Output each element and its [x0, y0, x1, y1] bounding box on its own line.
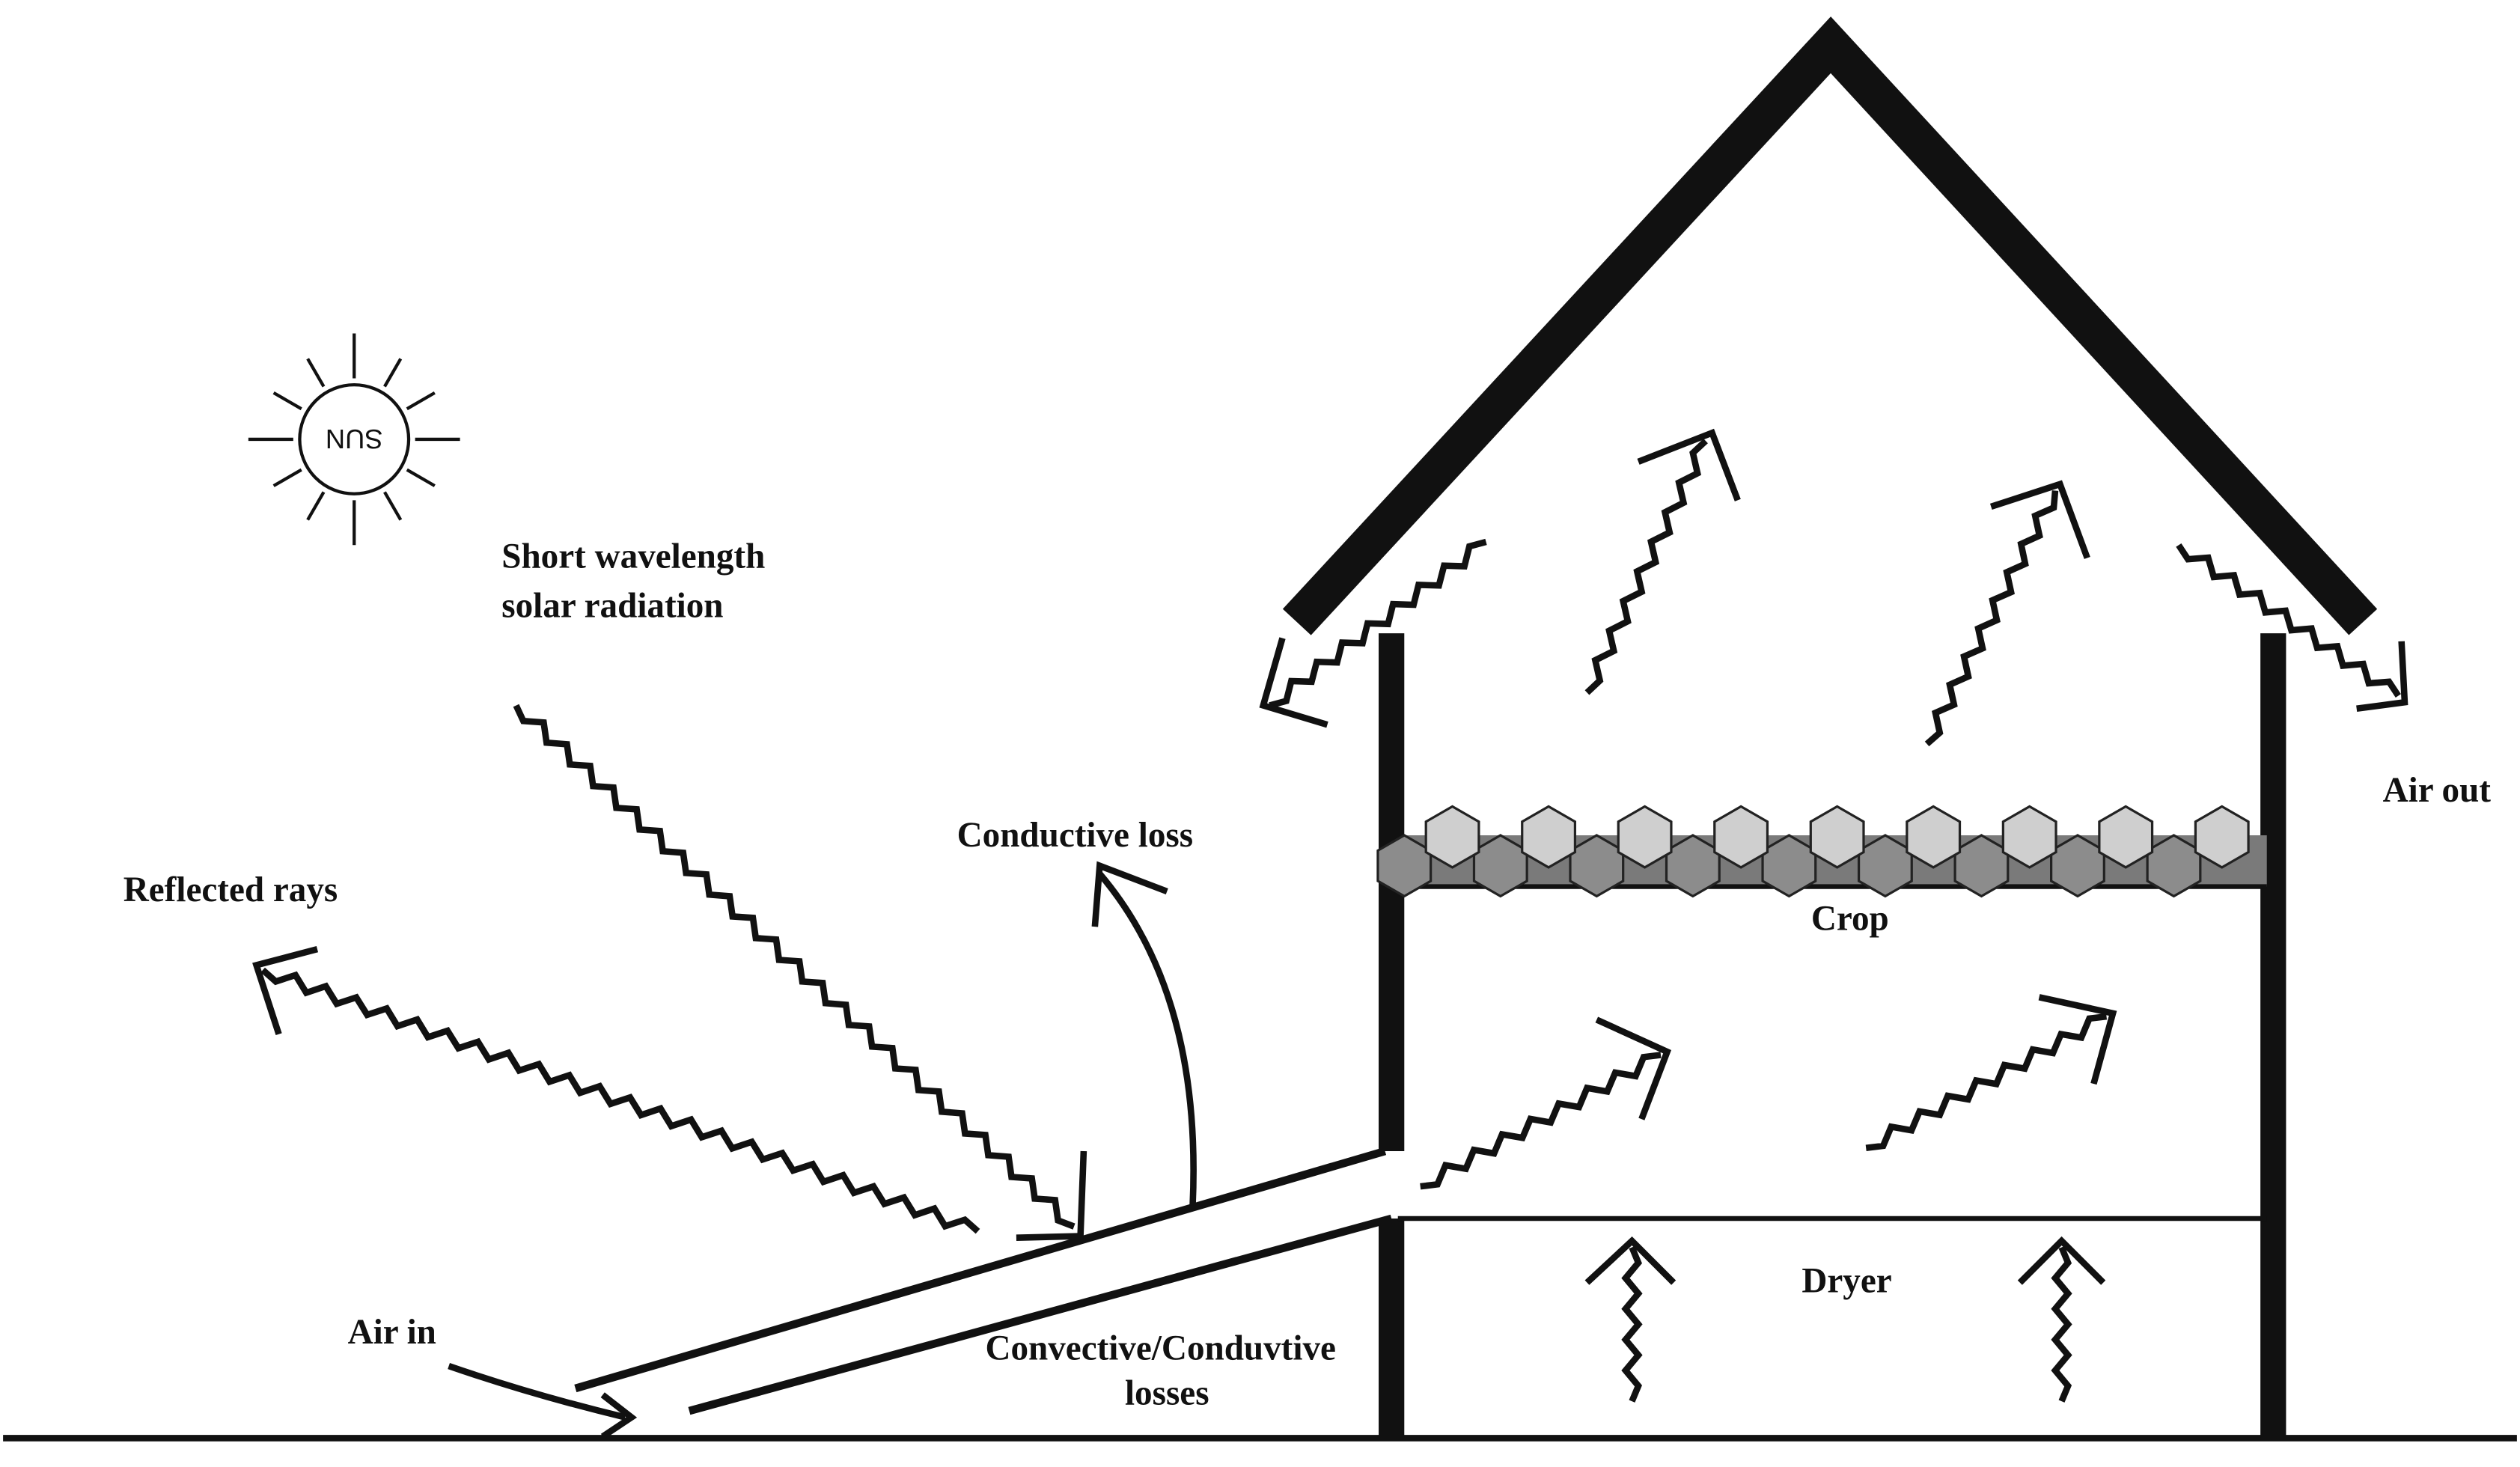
- reflected-ray-arrowhead: [252, 945, 319, 1035]
- short-wavelength-label-line1: Short wavelength: [501, 537, 765, 576]
- upper-heat-ray-1: [1584, 438, 1708, 695]
- air-in-arrowhead: [600, 1392, 638, 1439]
- crop-hexagon: [1521, 805, 1577, 869]
- convective-losses-label-line2: losses: [1125, 1373, 1209, 1412]
- sun-label: SUN: [326, 424, 383, 454]
- chamber-heat-ray-2: [1865, 1013, 2108, 1151]
- chamber-heat-arrowhead-2: [2038, 994, 2117, 1085]
- air-in-label: Air in: [348, 1313, 436, 1352]
- dryer-label: Dryer: [1801, 1262, 1891, 1301]
- sun-ray: [306, 358, 326, 388]
- sun-ray: [306, 491, 326, 521]
- sun-ray: [383, 491, 403, 521]
- crop-hexagon: [2098, 805, 2154, 869]
- air-out-label: Air out: [2383, 771, 2492, 810]
- sun-ray: [272, 468, 302, 487]
- roof-loss-arrowhead-right: [2356, 641, 2408, 713]
- crop-tray: [1376, 805, 2267, 898]
- sun-icon: [248, 333, 460, 546]
- upper-heat-arrowhead-1: [1637, 428, 1741, 501]
- short-wavelength-label-line2: solar radiation: [501, 587, 723, 626]
- sun-ray: [406, 391, 436, 411]
- sun-ray: [383, 358, 403, 388]
- dryer-heat-arrowhead-2: [2017, 1236, 2106, 1285]
- solar-radiation-ray: [513, 704, 1076, 1230]
- solar-collector: [574, 1147, 1393, 1415]
- crop-hexagon: [2001, 805, 2057, 869]
- sun-ray: [406, 468, 436, 487]
- reflected-ray: [260, 967, 980, 1234]
- solar-radiation-arrowhead: [1016, 1150, 1087, 1241]
- roof-loss-ray-left: [1269, 538, 1487, 709]
- crop-hexagon: [1713, 805, 1769, 869]
- convective-losses-label-line1: Convective/Conduvtive: [985, 1329, 1335, 1367]
- chamber-heat-ray-1: [1420, 1052, 1662, 1190]
- dryer-heat-arrowhead-1: [1584, 1236, 1677, 1285]
- upper-heat-arrowhead-2: [1989, 480, 2090, 559]
- dryer-heat-ray-2: [2051, 1245, 2072, 1403]
- crop-hexagon: [1617, 805, 1673, 869]
- sun-ray: [272, 391, 302, 411]
- roof-loss-ray-right: [2176, 543, 2401, 698]
- air-in-arrow: [448, 1363, 626, 1421]
- crop-hexagon: [1424, 805, 1480, 869]
- crop-hexagon: [1906, 805, 1962, 869]
- upper-heat-ray-2: [1924, 490, 2059, 747]
- conductive-loss-arrow: [1097, 871, 1197, 1207]
- crop-hexagon: [1809, 805, 1865, 869]
- conductive-loss-arrowhead: [1091, 861, 1168, 927]
- chamber-heat-arrowhead-1: [1595, 1016, 1672, 1120]
- conductive-loss-label: Conductive loss: [957, 816, 1193, 855]
- dryer-heat-ray-1: [1621, 1245, 1643, 1403]
- reflected-rays-label: Reflected rays: [123, 870, 338, 909]
- crop-label: Crop: [1811, 899, 1889, 938]
- crop-hexagon: [2194, 805, 2250, 869]
- roof: [1282, 16, 2378, 635]
- drying-chamber: [1379, 633, 2286, 1439]
- roof-loss-arrowhead-left: [1259, 637, 1328, 728]
